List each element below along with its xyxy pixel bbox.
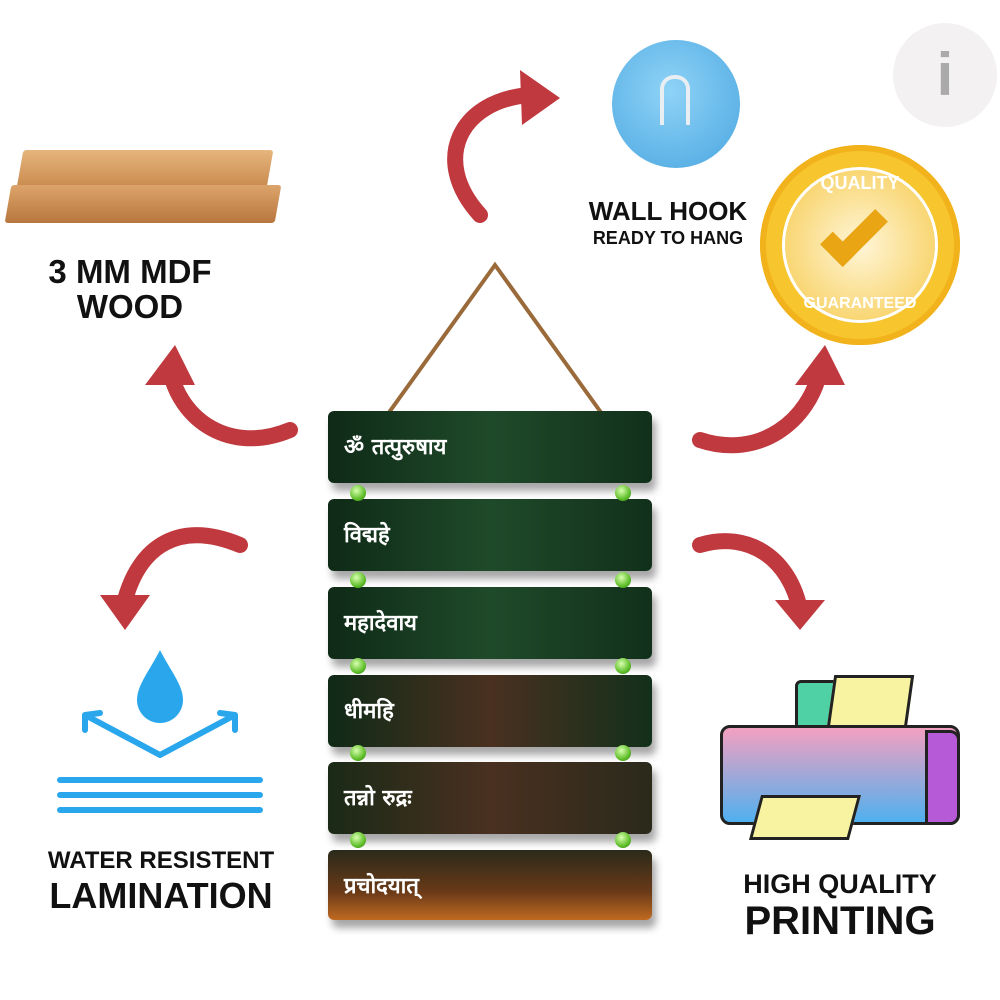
arrowhead <box>100 595 150 630</box>
panel: तन्नो रुद्रः <box>328 762 652 834</box>
badge-top-text: QUALITY <box>820 173 900 193</box>
panel-text: विद्महे <box>344 523 390 548</box>
brand-logo-letter: i <box>936 41 954 108</box>
brand-logo: i <box>893 23 997 127</box>
bead <box>350 572 366 588</box>
bead <box>350 832 366 848</box>
arrow-to-badge <box>692 362 828 454</box>
hanging-cord <box>378 261 612 427</box>
arrowhead <box>795 345 845 385</box>
arrowhead <box>775 600 825 630</box>
arrow-to-wood <box>162 362 298 447</box>
bead <box>350 485 366 501</box>
bead <box>615 658 631 674</box>
panel: धीमहि <box>328 675 652 747</box>
wall-hook-label: WALL HOOK READY TO HANG <box>570 196 766 249</box>
panel-text: धीमहि <box>344 699 394 724</box>
panel-text: महादेवाय <box>344 611 417 636</box>
lamination-label-line2: LAMINATION <box>49 875 273 917</box>
panel: ॐ तत्पुरुषाय <box>328 411 652 483</box>
bead <box>615 485 631 501</box>
wall-hook-subtitle: READY TO HANG <box>592 228 744 249</box>
panel: प्रचोदयात् <box>328 850 652 920</box>
arrowhead <box>145 345 195 385</box>
lamination-label-line1: WATER RESISTENT <box>47 847 275 874</box>
wall-hook-icon <box>612 40 740 168</box>
panel-text: तन्नो रुद्रः <box>344 786 412 811</box>
panel: महादेवाय <box>328 587 652 659</box>
printing-label-line1: HIGH QUALITY <box>743 869 937 899</box>
wood-label: 3 MM MDF WOOD <box>20 253 240 325</box>
water-resistant-icon <box>57 650 263 813</box>
bead <box>615 572 631 588</box>
lamination-label: WATER RESISTENT LAMINATION <box>30 848 292 915</box>
arrow-to-lamination <box>117 527 248 608</box>
wall-hook-title: WALL HOOK <box>588 196 748 226</box>
badge-bottom-text: GUARANTEED <box>803 295 917 312</box>
arrowhead <box>520 70 560 125</box>
wood-label-line1: 3 MM MDF <box>48 253 212 290</box>
panel: विद्महे <box>328 499 652 571</box>
panel-text: ॐ तत्पुरुषाय <box>344 435 447 460</box>
bead <box>615 745 631 761</box>
bead <box>615 832 631 848</box>
arrow-to-printing <box>692 533 808 618</box>
quality-guaranteed-badge: QUALITY GUARANTEED <box>760 145 960 345</box>
bead <box>350 745 366 761</box>
printing-label-line2: PRINTING <box>744 899 936 944</box>
arrow-to-hook <box>447 87 538 223</box>
bead <box>350 658 366 674</box>
printing-label: HIGH QUALITY PRINTING <box>725 869 955 944</box>
wood-label-line2: WOOD <box>76 287 184 325</box>
panel-text: प्रचोदयात् <box>344 874 419 899</box>
